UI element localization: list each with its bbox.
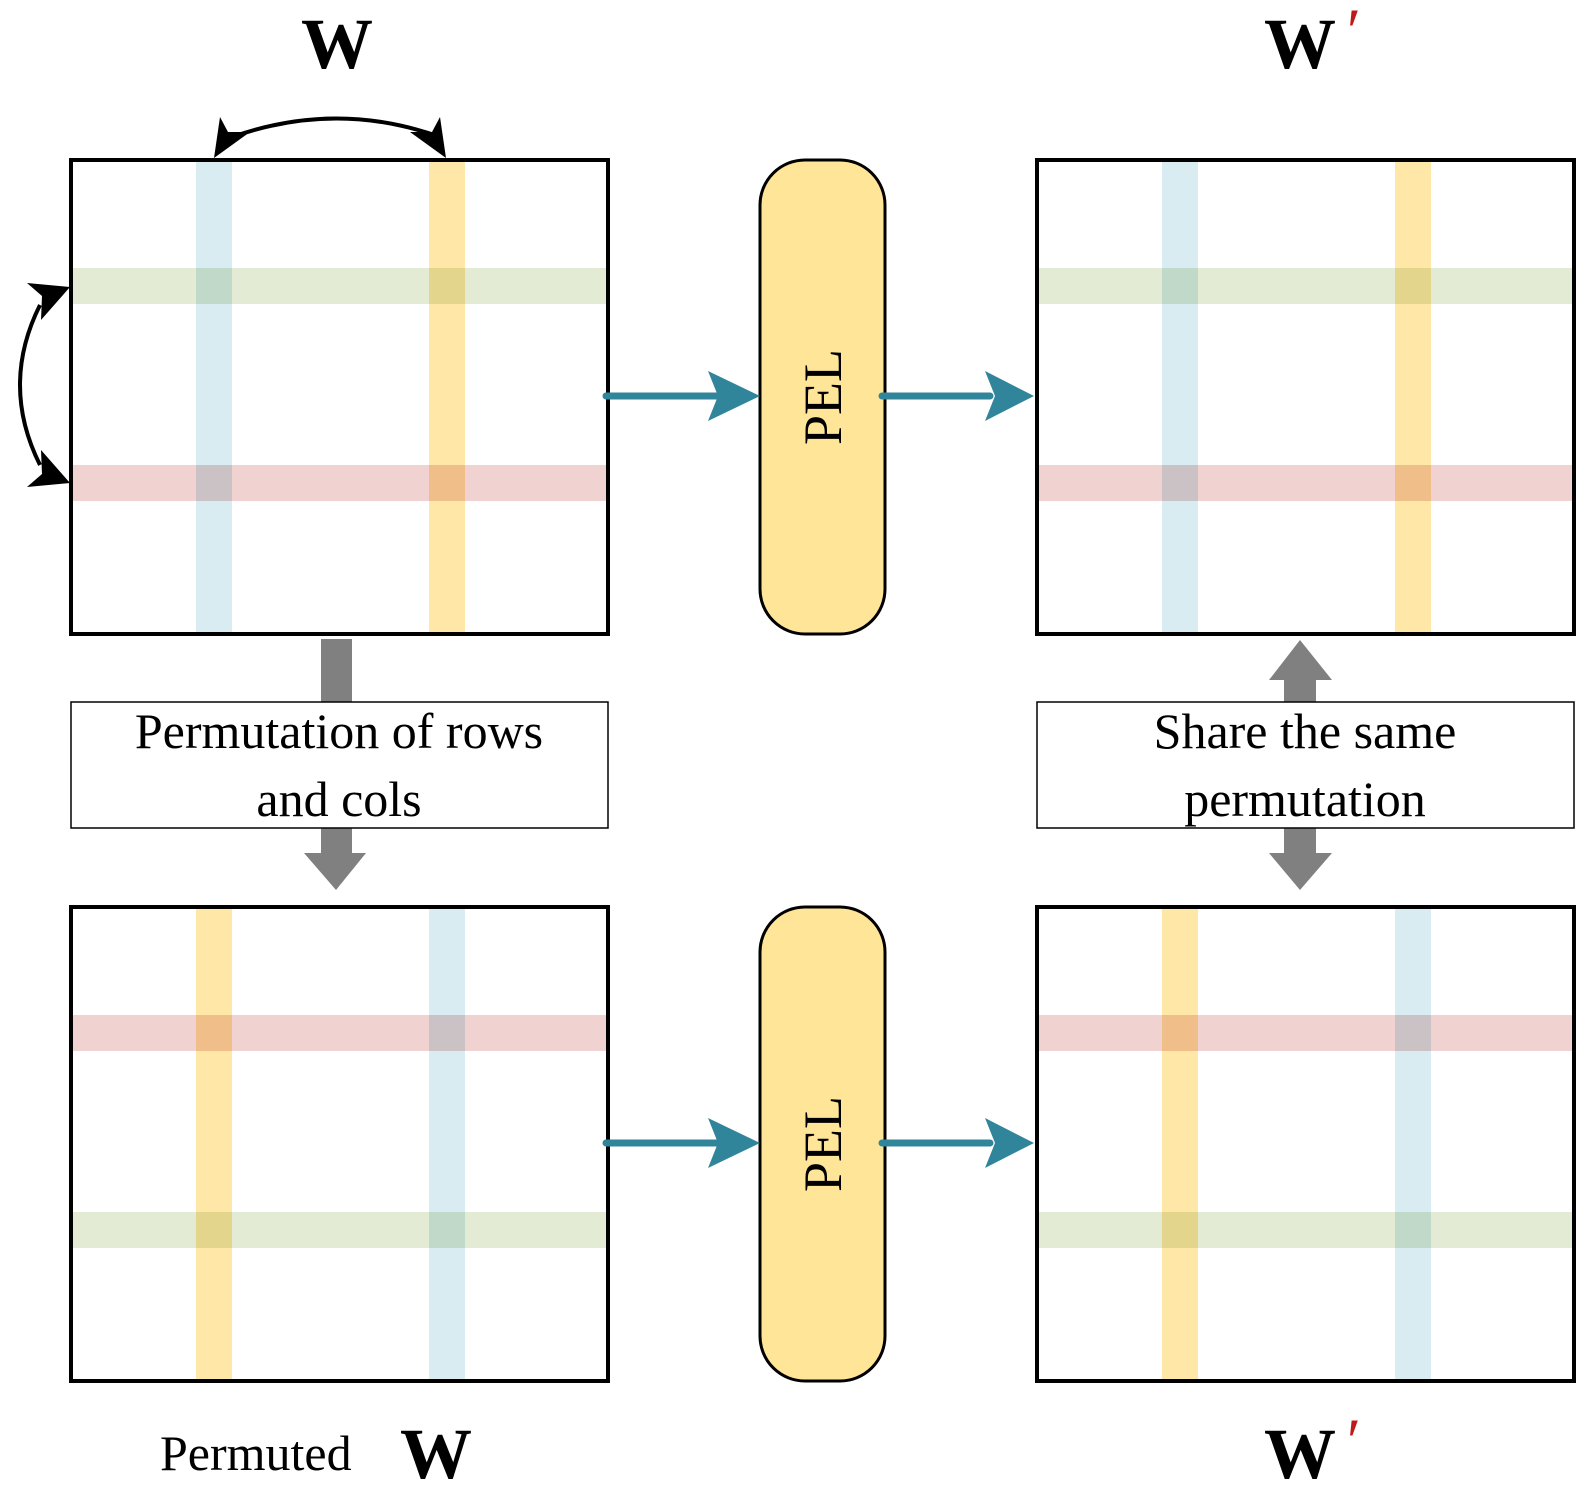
- column-band-yellow: [1395, 160, 1431, 634]
- share-line-1: Share the same: [1154, 703, 1457, 759]
- pel-label: PEL: [793, 349, 853, 445]
- prime-mark: ′: [1343, 0, 1358, 66]
- matrix-permuted-w: [69, 905, 610, 1383]
- column-band-yellow: [1162, 907, 1198, 1381]
- permuted-w-caption: Permuted W: [160, 1414, 472, 1494]
- matrix-w-prime-bottom: [1035, 905, 1576, 1383]
- matrix-w-prime-top: [1035, 158, 1576, 636]
- matrix-background: [71, 907, 608, 1381]
- arrow-permuted-w-to-pel-bottom: [602, 1118, 760, 1168]
- matrix-background: [1037, 907, 1574, 1381]
- column-band-blue: [1395, 907, 1431, 1381]
- prime-mark: ′: [1343, 1405, 1358, 1476]
- matrix-background: [1037, 160, 1574, 634]
- share-line-2: permutation: [1184, 771, 1426, 827]
- pel-block-bottom: PEL: [758, 905, 887, 1383]
- permutation-annotation-box: Permutation of rows and cols: [70, 701, 609, 829]
- matrix-w-prime-title-top: W ′: [1264, 0, 1358, 84]
- arrow-pel-to-w-prime-bottom: [878, 1118, 1034, 1168]
- matrix-w: [69, 158, 610, 636]
- permuted-caption-symbol: W: [400, 1414, 472, 1494]
- matrix-border: [1035, 158, 1576, 636]
- matrix-w-prime-title-bottom: W ′: [1264, 1405, 1358, 1494]
- row-band-green: [1037, 268, 1574, 304]
- row-band-red: [71, 465, 608, 501]
- column-band-yellow: [196, 907, 232, 1381]
- column-band-blue: [429, 907, 465, 1381]
- permuted-caption-text: Permuted: [160, 1425, 352, 1481]
- permutation-line-1: Permutation of rows: [135, 703, 543, 759]
- matrix-w-prime-symbol: W: [1264, 4, 1336, 84]
- matrix-border: [1035, 905, 1576, 1383]
- permutation-line-2: and cols: [256, 771, 421, 827]
- row-band-green: [1037, 1212, 1574, 1248]
- column-band-yellow: [429, 160, 465, 634]
- column-swap-arrow: [214, 116, 446, 158]
- row-band-green: [71, 1212, 608, 1248]
- matrix-w-prime-symbol: W: [1264, 1414, 1336, 1494]
- row-band-green: [71, 268, 608, 304]
- row-band-red: [1037, 1015, 1574, 1051]
- row-band-red: [71, 1015, 608, 1051]
- pel-block-top: PEL: [758, 158, 887, 636]
- row-swap-arrow: [18, 283, 70, 487]
- permutation-down-arrow: [304, 639, 366, 890]
- column-band-blue: [196, 160, 232, 634]
- pel-label: PEL: [793, 1096, 853, 1192]
- column-band-blue: [1162, 160, 1198, 634]
- arrow-w-to-pel-top: [602, 371, 760, 421]
- matrix-w-title: W: [301, 4, 373, 84]
- row-band-red: [1037, 465, 1574, 501]
- arrow-pel-to-w-prime-top: [878, 371, 1034, 421]
- share-annotation-box: Share the same permutation: [1036, 701, 1575, 829]
- matrix-background: [71, 160, 608, 634]
